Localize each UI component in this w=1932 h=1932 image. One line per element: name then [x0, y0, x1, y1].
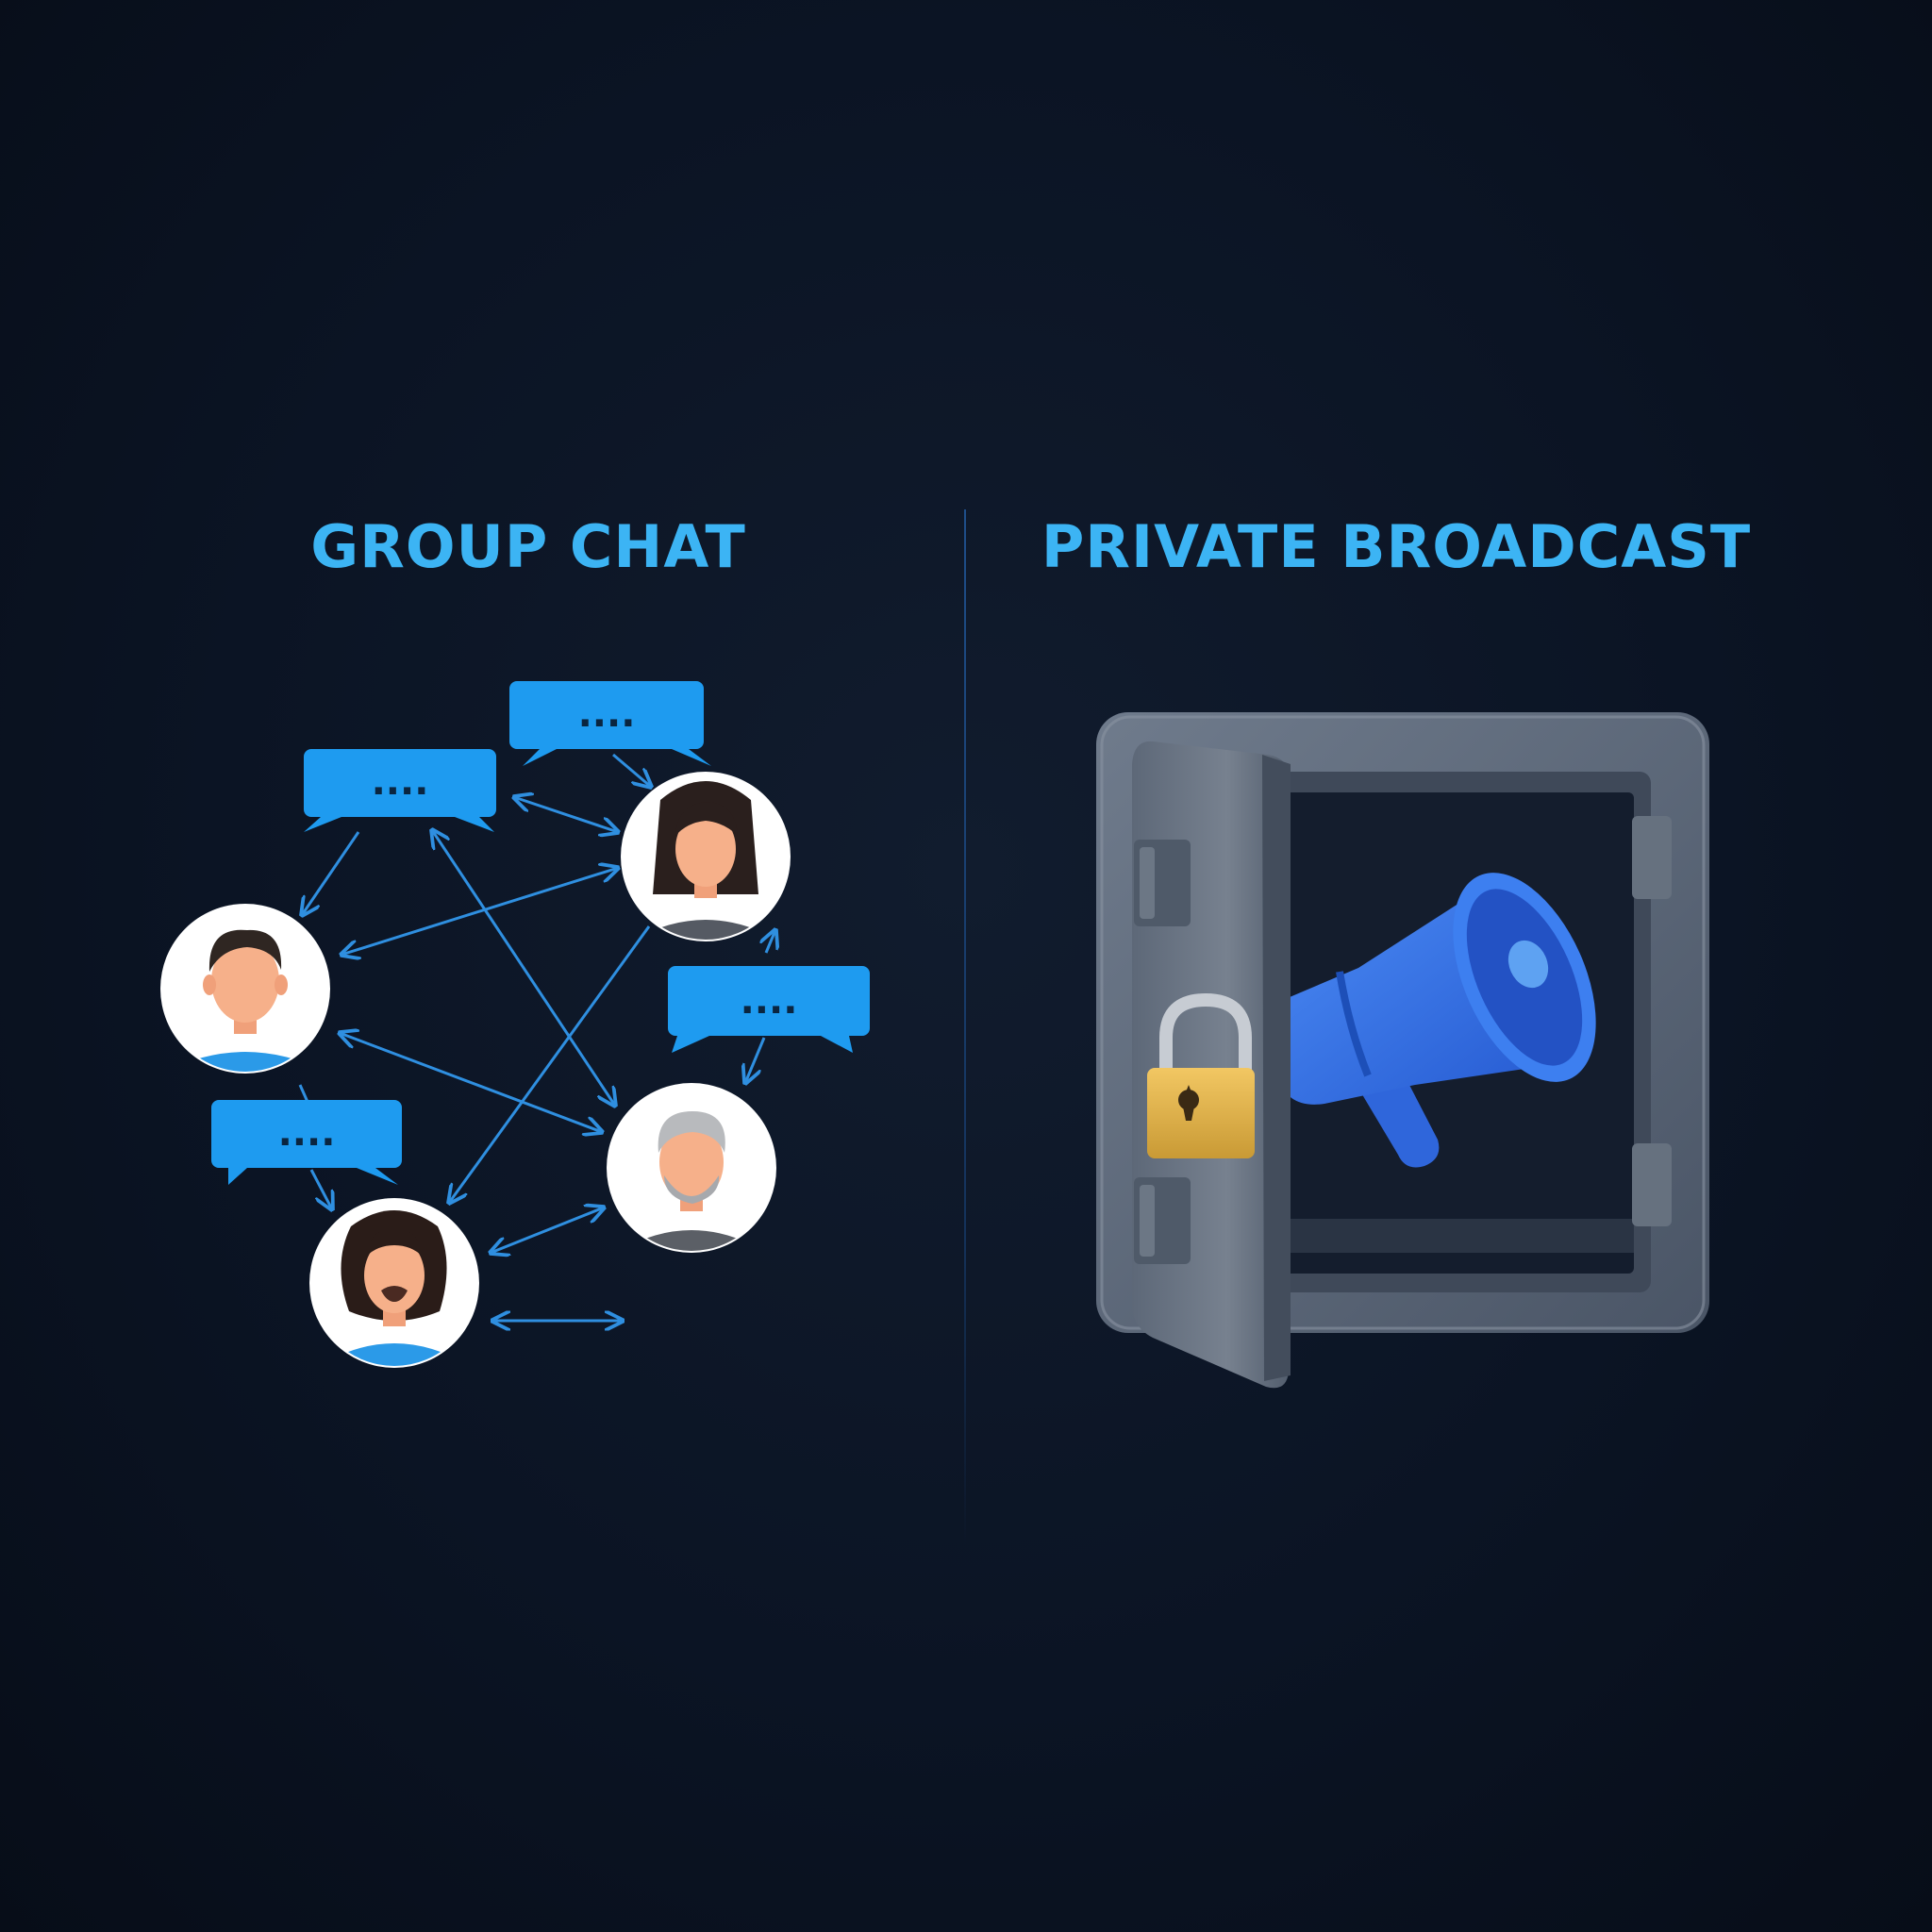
user-avatar-icon	[607, 1083, 776, 1253]
arrow	[341, 868, 618, 955]
arrow	[514, 797, 618, 832]
bubble-text: ....	[578, 692, 636, 736]
megaphone-icon	[1274, 873, 1596, 1168]
arrow	[340, 1033, 602, 1132]
speech-bubble-icon: ....	[304, 749, 496, 832]
arrow	[432, 830, 615, 1106]
arrow	[745, 1037, 766, 1083]
arrow	[491, 1208, 604, 1253]
group-chat-title: GROUP CHAT	[310, 512, 746, 581]
user-avatar-icon	[160, 904, 330, 1074]
arrow	[298, 1084, 309, 1103]
bubble-text: ....	[741, 979, 798, 1023]
user-avatar-icon	[309, 1198, 479, 1368]
arrow	[766, 930, 775, 954]
padlock-icon	[1147, 992, 1255, 1158]
panel-divider	[964, 509, 966, 1547]
connection-arrows	[298, 753, 775, 1321]
speech-bubble-icon: ....	[211, 1100, 402, 1185]
arrow	[302, 831, 360, 915]
safe-door	[1132, 741, 1291, 1389]
private-broadcast-title: PRIVATE BROADCAST	[1041, 512, 1752, 581]
bubble-text: ....	[278, 1111, 336, 1155]
bubble-text: ....	[372, 760, 429, 804]
speech-bubble-icon: ....	[509, 681, 711, 766]
arrow	[612, 753, 651, 787]
arrow	[309, 1169, 332, 1209]
user-avatar-icon	[621, 772, 791, 941]
speech-bubble-icon: ....	[668, 966, 870, 1053]
